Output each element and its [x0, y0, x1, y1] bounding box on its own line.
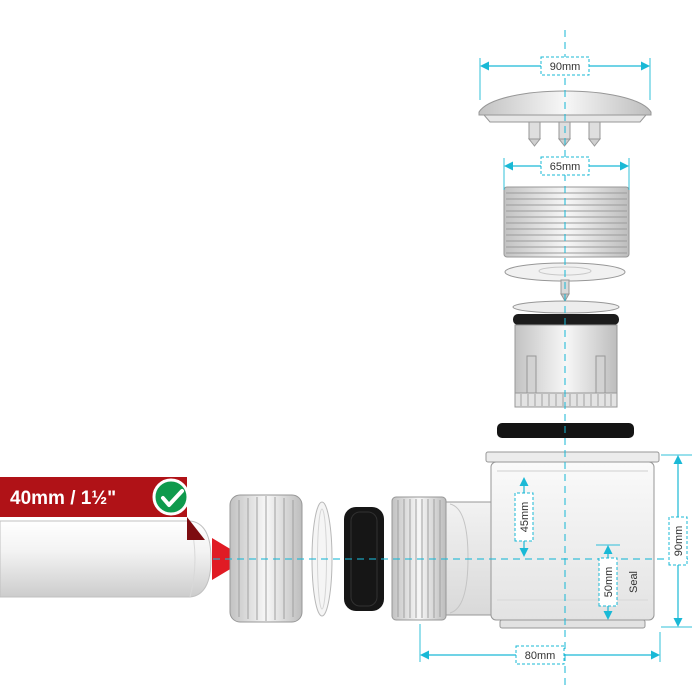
insert-bottom-ridge	[514, 392, 618, 408]
threaded-top-tube	[503, 186, 630, 258]
waste-pipe	[0, 520, 212, 598]
thread-ridges	[506, 192, 627, 254]
dim-thread-width: 65mm	[503, 156, 630, 190]
dim-thread-width-label: 65mm	[550, 161, 581, 173]
trap-body	[485, 451, 660, 629]
o-ring	[513, 314, 619, 325]
dim-seal-depth-label: 50mm	[603, 567, 615, 598]
size-banner: 40mm / 1½"	[0, 477, 205, 540]
insert-ridge-hatch	[520, 394, 612, 406]
insert-slot-right	[595, 355, 606, 394]
insert-top-rim	[512, 300, 620, 314]
check-icon	[152, 478, 190, 516]
dim-body-height-label: 90mm	[673, 526, 685, 557]
dim-cap-width: 90mm	[479, 56, 651, 100]
trap-body-base	[499, 619, 646, 629]
seal-text-label: Seal	[628, 571, 640, 593]
dim-seal-depth: 50mm Seal	[596, 544, 640, 620]
dim-inner-height: 45mm	[514, 477, 534, 557]
trap-body-flange	[485, 451, 660, 463]
banner-fold	[187, 517, 205, 540]
banner-size-label: 40mm / 1½"	[10, 488, 116, 509]
insert-slot-left	[526, 355, 537, 394]
insert-body	[512, 300, 620, 408]
dim-body-width-label: 80mm	[525, 650, 556, 662]
dim-body-width: 80mm	[419, 624, 661, 665]
dim-body-height: 90mm	[661, 454, 692, 628]
dim-inner-height-label: 45mm	[519, 502, 531, 533]
dim-cap-width-label: 90mm	[550, 61, 581, 73]
